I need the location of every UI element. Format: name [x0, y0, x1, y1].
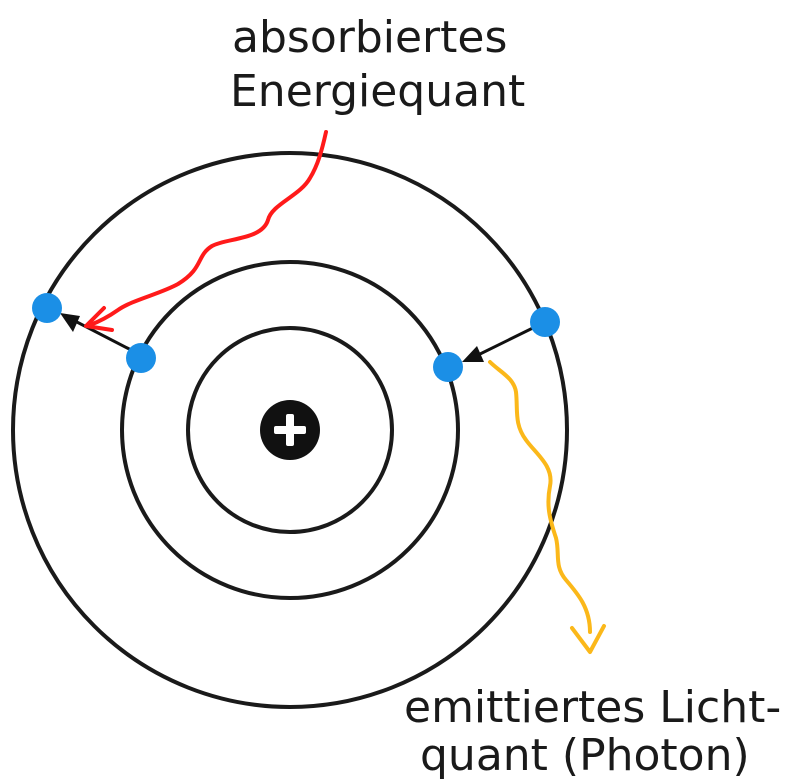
electron-outer-left: [32, 293, 62, 323]
emitted-label-line2: quant (Photon): [420, 730, 750, 780]
emitted-photon-arrow: [488, 360, 606, 654]
orbit-middle: [120, 260, 460, 600]
electron-outer-right: [530, 307, 560, 337]
transition-arrow-right: [462, 321, 544, 362]
transition-arrow-left: [60, 313, 136, 354]
plus-icon: [274, 414, 306, 446]
absorbed-label-line1: absorbiertes: [232, 12, 507, 63]
nucleus: [260, 400, 320, 460]
absorbed-photon-arrow: [84, 130, 328, 332]
emitted-label-line1: emittiertes Licht-: [404, 682, 781, 733]
absorbed-label-line2: Energiequant: [230, 66, 525, 117]
orbit-outer: [11, 151, 569, 709]
orbit-inner: [186, 326, 394, 534]
electron-middle-left: [126, 343, 156, 373]
electron-middle-right: [433, 352, 463, 382]
